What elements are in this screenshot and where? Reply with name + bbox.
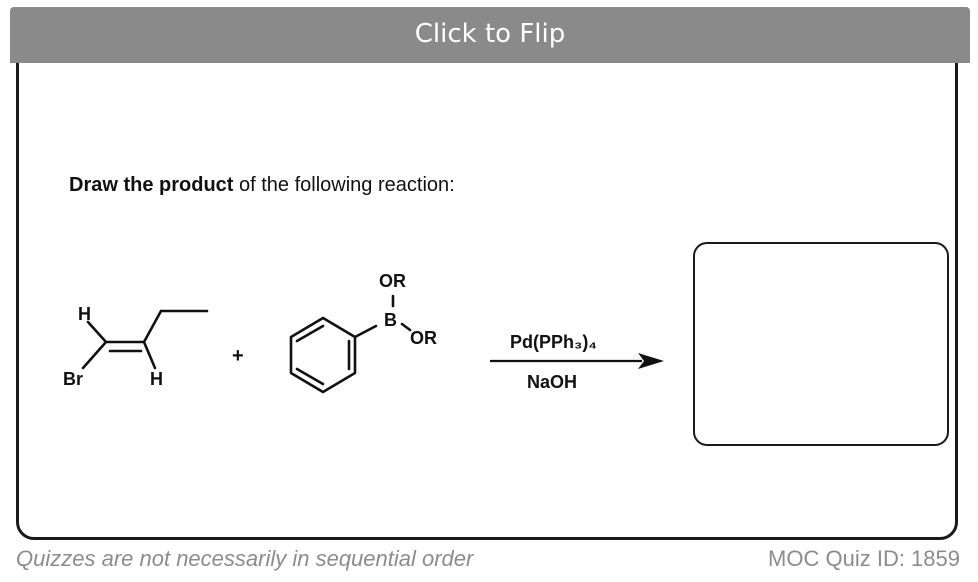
atom-h-top: H bbox=[78, 304, 91, 324]
prompt-rest: of the following reaction: bbox=[233, 174, 455, 196]
quiz-id: MOC Quiz ID: 1859 bbox=[768, 546, 960, 571]
prompt-bold: Draw the product bbox=[69, 174, 234, 196]
reagent-base: NaOH bbox=[527, 372, 577, 392]
answer-box bbox=[693, 242, 949, 446]
reaction-arrow-icon bbox=[490, 353, 664, 369]
atom-h-bottom: H bbox=[150, 369, 163, 389]
phenyl-boronate-structure bbox=[289, 294, 412, 394]
vinyl-bromide-structure bbox=[81, 309, 209, 370]
atom-br: Br bbox=[63, 369, 83, 389]
sequence-disclaimer: Quizzes are not necessarily in sequentia… bbox=[16, 546, 474, 571]
atom-or-right: OR bbox=[410, 328, 437, 348]
atom-or-top: OR bbox=[379, 271, 406, 291]
atom-boron: B bbox=[384, 310, 397, 330]
flip-label: Click to Flip bbox=[414, 19, 566, 49]
plus-sign: + bbox=[232, 345, 244, 367]
question-prompt: Draw the product of the following reacti… bbox=[69, 174, 455, 197]
click-to-flip-button[interactable]: Click to Flip bbox=[10, 7, 970, 63]
reagent-catalyst: Pd(PPh₃)₄ bbox=[510, 332, 597, 352]
